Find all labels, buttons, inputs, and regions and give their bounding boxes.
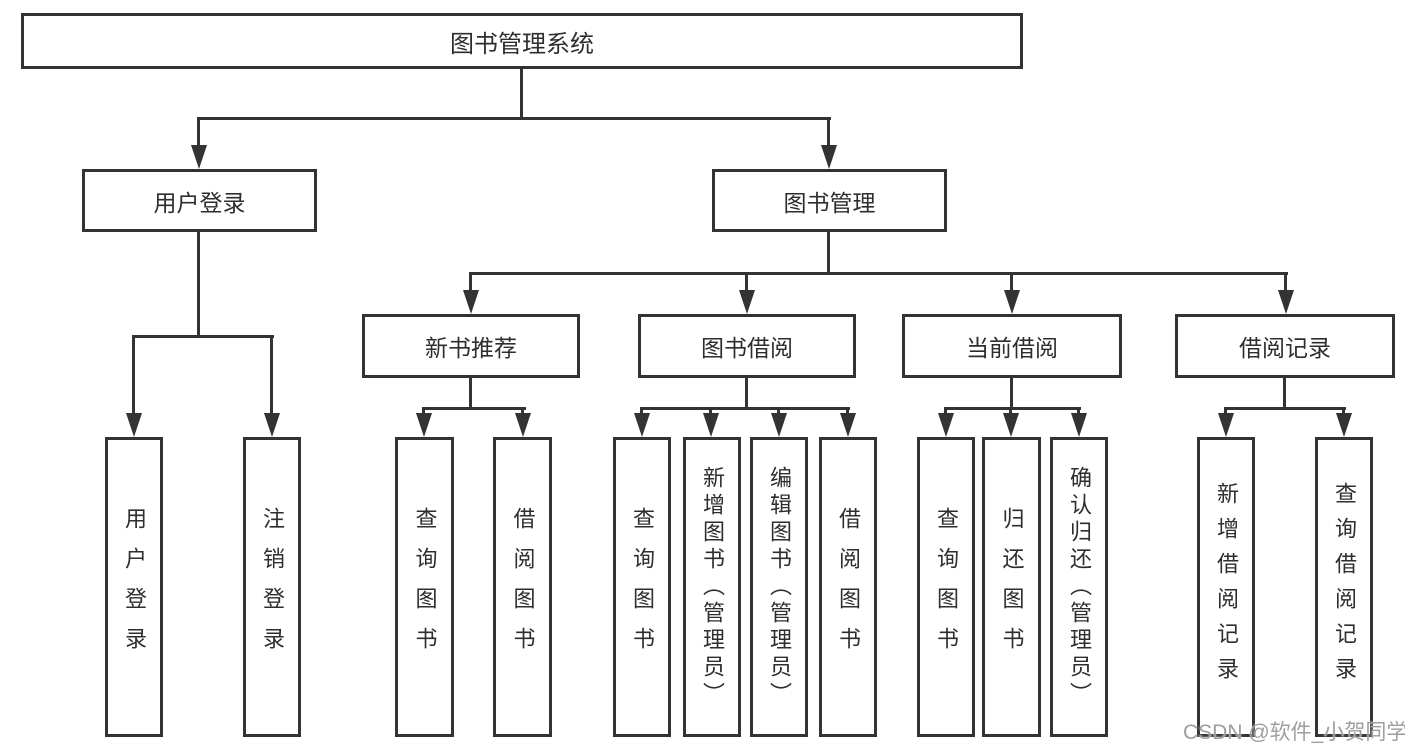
connector-root-stem (520, 69, 523, 117)
connector-current-stem (1010, 378, 1013, 410)
arrow-down-icon (515, 413, 531, 437)
connector-to-user-login (197, 117, 200, 146)
leaf-add-borrow-record: 新增借阅记录 (1197, 437, 1255, 737)
connector-to-leaf (1342, 407, 1345, 417)
node-book-borrowing-label: 图书借阅 (701, 335, 793, 361)
connector-to-level3 (1284, 272, 1287, 293)
connector-current-split (944, 407, 1081, 410)
node-new-book-recommendation-label: 新书推荐 (425, 335, 517, 361)
connector-user-login-stem (197, 232, 200, 335)
leaf-edit-books-admin: 编辑图书（管理员） (750, 437, 808, 737)
connector-to-leaf (944, 407, 947, 417)
arrow-down-icon (1071, 413, 1087, 437)
node-new-book-recommendation: 新书推荐 (362, 314, 580, 378)
connector-user-login-split (133, 335, 274, 338)
connector-borrowing-split (640, 407, 850, 410)
connector-to-leaf (422, 407, 425, 417)
node-user-login: 用户登录 (82, 169, 317, 232)
leaf-query-books-current: 查询图书 (917, 437, 975, 737)
leaf-user-login: 用户登录 (105, 437, 163, 737)
arrow-down-icon (416, 413, 432, 437)
node-book-management-label: 图书管理 (783, 189, 876, 216)
leaf-borrow-books-recommend-label: 借阅图书 (510, 507, 536, 667)
connector-records-stem (1283, 378, 1286, 410)
connector-to-leaf (640, 407, 643, 417)
leaf-user-login-label: 用户登录 (122, 507, 147, 667)
leaf-return-books-label: 归还图书 (999, 507, 1025, 667)
arrow-down-icon (840, 413, 856, 437)
leaf-query-books-current-label: 查询图书 (934, 507, 959, 667)
arrow-down-icon (1218, 413, 1234, 437)
leaf-borrow-books-borrowing-label: 借阅图书 (836, 507, 861, 667)
connector-to-level3 (745, 272, 748, 293)
leaf-query-books-recommend-label: 查询图书 (412, 507, 438, 667)
connector-to-leaf (1224, 407, 1227, 417)
connector-borrowing-stem (745, 378, 748, 410)
arrow-down-icon (1336, 413, 1352, 437)
arrow-down-icon (463, 290, 479, 314)
node-book-management: 图书管理 (712, 169, 947, 232)
watermark: CSDN @软件_小贺同学 (1183, 721, 1405, 744)
connector-to-leaf (1077, 407, 1080, 417)
leaf-borrow-books-borrowing: 借阅图书 (819, 437, 877, 737)
connector-to-book-management (827, 117, 830, 146)
connector-recommendation-split (422, 407, 526, 410)
arrow-down-icon (264, 413, 280, 437)
connector-to-level3 (469, 272, 472, 293)
arrow-down-icon (191, 145, 207, 169)
connector-to-leaf (846, 407, 849, 417)
arrow-down-icon (938, 413, 954, 437)
node-user-login-label: 用户登录 (153, 189, 246, 216)
node-current-borrowing: 当前借阅 (902, 314, 1122, 378)
node-book-borrowing: 图书借阅 (638, 314, 856, 378)
connector-to-leaf (1009, 407, 1012, 417)
node-borrowing-records: 借阅记录 (1175, 314, 1395, 378)
connector-root-split (198, 117, 831, 120)
leaf-add-books-admin-label: 新增图书（管理员） (700, 465, 725, 709)
arrow-down-icon (1004, 290, 1020, 314)
connector-to-leaf (132, 335, 135, 415)
leaf-logout-label: 注销登录 (260, 507, 285, 667)
leaf-logout: 注销登录 (243, 437, 301, 737)
leaf-edit-books-admin-label: 编辑图书（管理员） (767, 465, 792, 709)
leaf-query-borrow-record-label: 查询借阅记录 (1332, 482, 1357, 692)
arrow-down-icon (634, 413, 650, 437)
arrow-down-icon (126, 413, 142, 437)
node-borrowing-records-label: 借阅记录 (1239, 335, 1331, 361)
arrow-down-icon (739, 290, 755, 314)
connector-records-split (1224, 407, 1346, 410)
arrow-down-icon (821, 145, 837, 169)
leaf-confirm-return-admin: 确认归还（管理员） (1050, 437, 1108, 737)
connector-recommendation-stem (469, 378, 472, 410)
leaf-borrow-books-recommend: 借阅图书 (493, 437, 552, 737)
leaf-return-books: 归还图书 (982, 437, 1041, 737)
connector-to-level3 (1010, 272, 1013, 293)
leaf-add-borrow-record-label: 新增借阅记录 (1214, 482, 1239, 692)
connector-to-leaf (270, 335, 273, 415)
arrow-down-icon (703, 413, 719, 437)
connector-book-management-stem (827, 232, 830, 275)
arrow-down-icon (1003, 413, 1019, 437)
arrow-down-icon (771, 413, 787, 437)
leaf-query-borrow-record: 查询借阅记录 (1315, 437, 1373, 737)
connector-to-leaf (709, 407, 712, 417)
connector-book-management-split (469, 272, 1288, 275)
node-root: 图书管理系统 (21, 13, 1023, 69)
arrow-down-icon (1278, 290, 1294, 314)
node-root-label: 图书管理系统 (450, 30, 594, 58)
leaf-add-books-admin: 新增图书（管理员） (683, 437, 741, 737)
connector-to-leaf (521, 407, 524, 417)
connector-to-leaf (777, 407, 780, 417)
leaf-query-books-borrowing-label: 查询图书 (630, 507, 655, 667)
leaf-confirm-return-admin-label: 确认归还（管理员） (1067, 465, 1092, 709)
leaf-query-books-borrowing: 查询图书 (613, 437, 671, 737)
leaf-query-books-recommend: 查询图书 (395, 437, 454, 737)
node-current-borrowing-label: 当前借阅 (966, 335, 1058, 361)
